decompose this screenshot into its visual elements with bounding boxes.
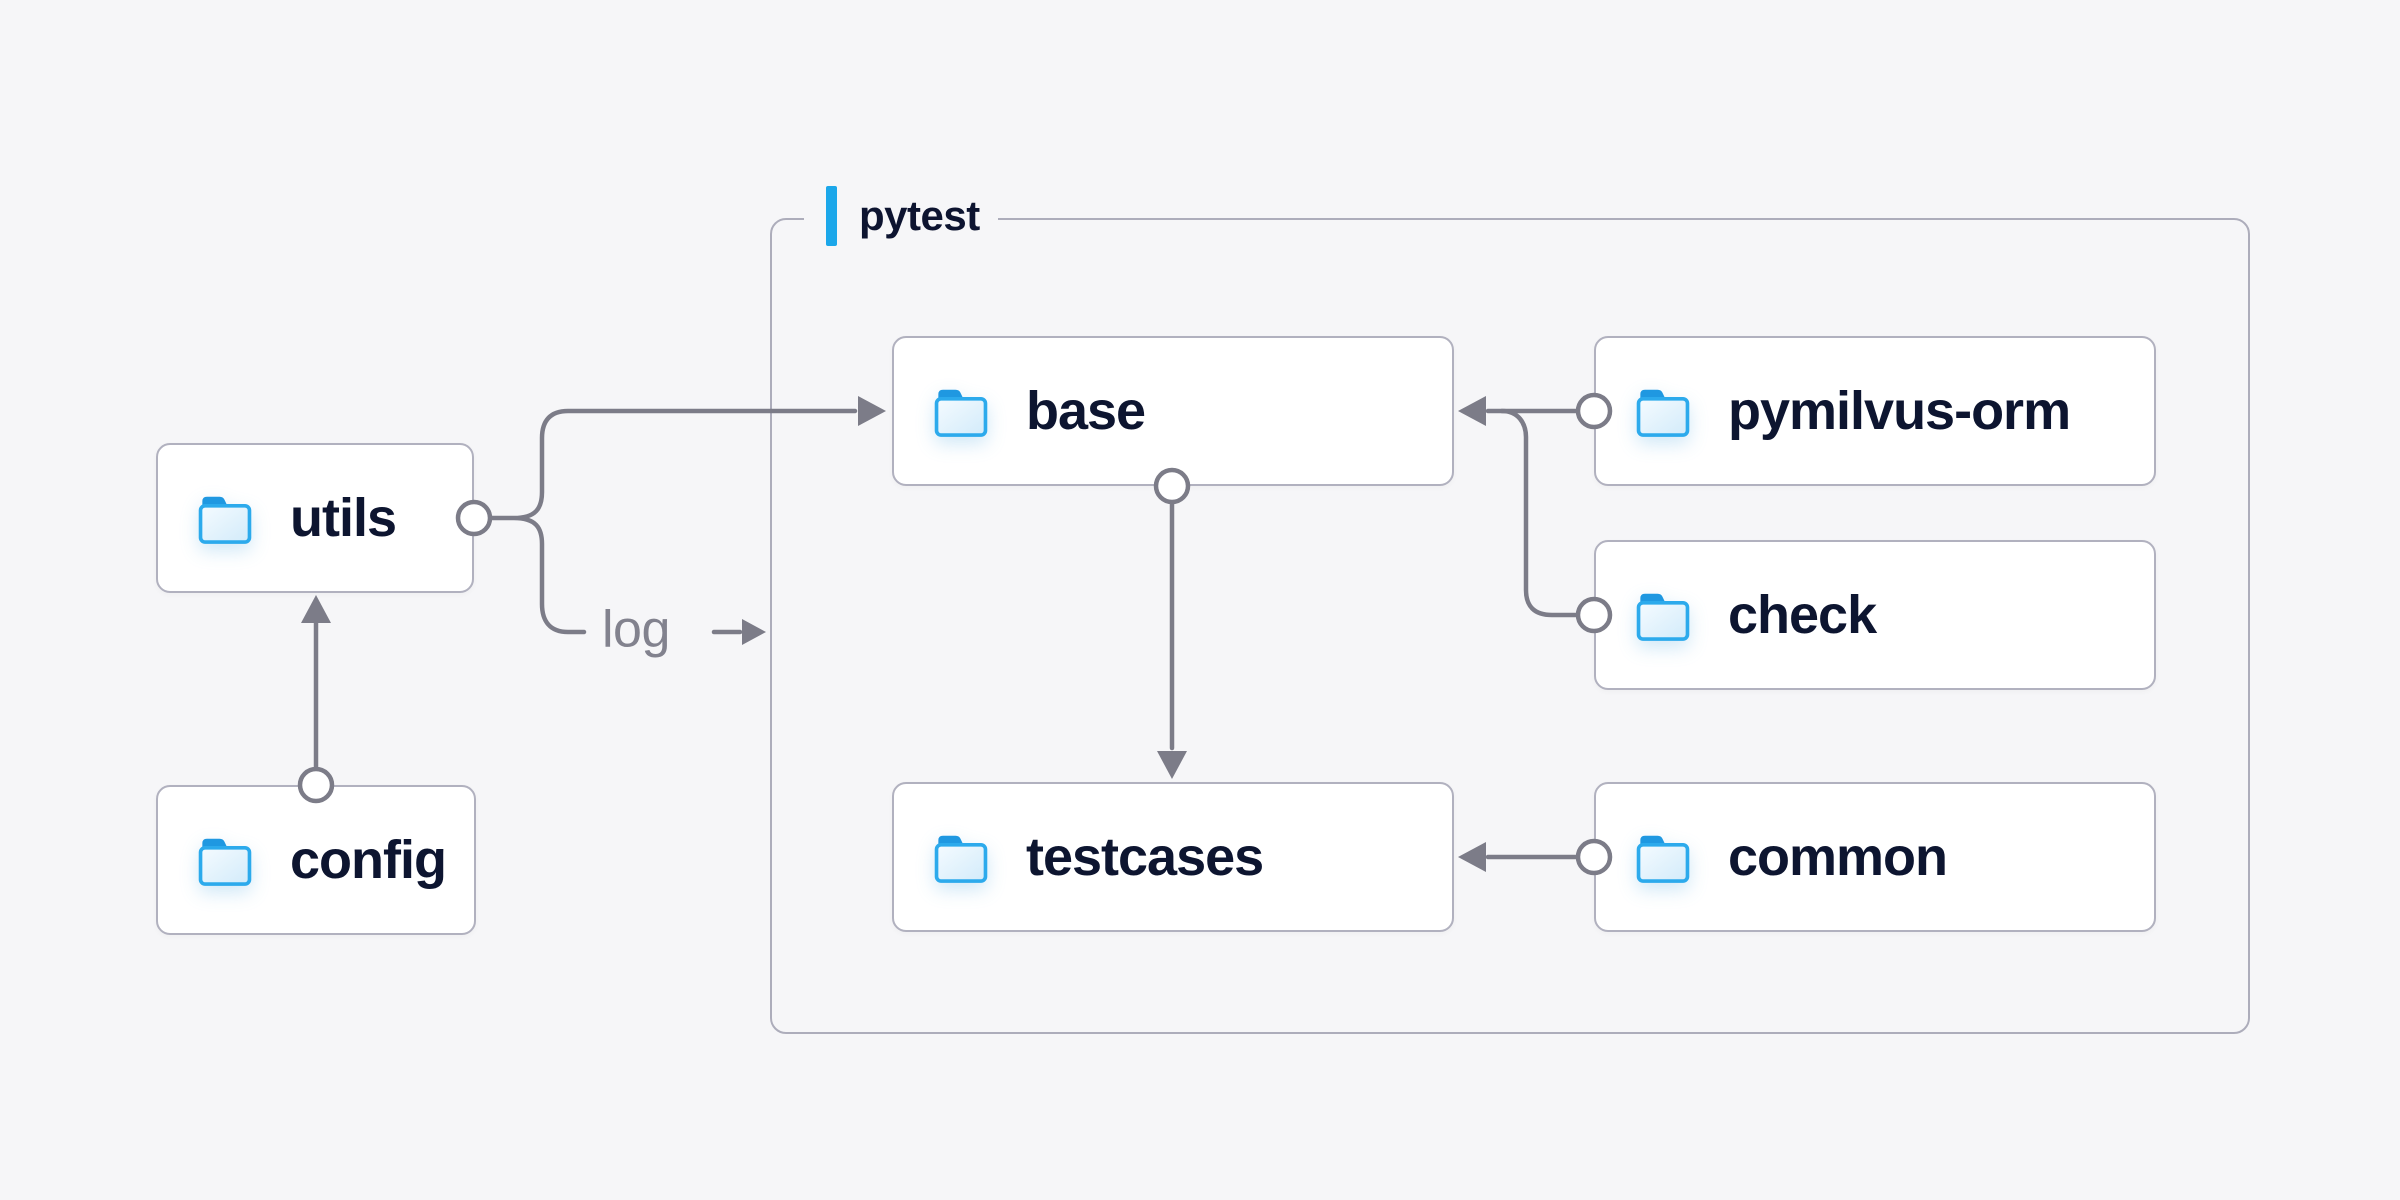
node-common: common — [1594, 782, 2156, 932]
node-check: check — [1594, 540, 2156, 690]
folder-icon — [198, 496, 252, 544]
folder-icon — [934, 835, 988, 883]
node-pymilvus-orm: pymilvus-orm — [1594, 336, 2156, 486]
node-label: common — [1728, 827, 1948, 887]
node-label: pymilvus-orm — [1728, 381, 2071, 441]
node-label: testcases — [1026, 827, 1264, 887]
node-label: check — [1728, 585, 1877, 645]
node-config: config — [156, 785, 476, 935]
accent-bar — [826, 186, 837, 246]
node-label: utils — [290, 488, 397, 548]
node-base: base — [892, 336, 1454, 486]
arrowhead-up-utils — [301, 595, 331, 623]
folder-icon — [1636, 593, 1690, 641]
folder-icon — [934, 389, 988, 437]
node-label: config — [290, 830, 447, 890]
folder-icon — [198, 838, 252, 886]
node-utils: utils — [156, 443, 474, 593]
arrowhead-log — [742, 619, 766, 645]
edge-label-log: log — [602, 600, 670, 659]
folder-icon — [1636, 835, 1690, 883]
pytest-group-label: pytest — [804, 184, 998, 248]
group-title: pytest — [859, 192, 980, 239]
folder-icon — [1636, 389, 1690, 437]
node-testcases: testcases — [892, 782, 1454, 932]
node-label: base — [1026, 381, 1146, 441]
